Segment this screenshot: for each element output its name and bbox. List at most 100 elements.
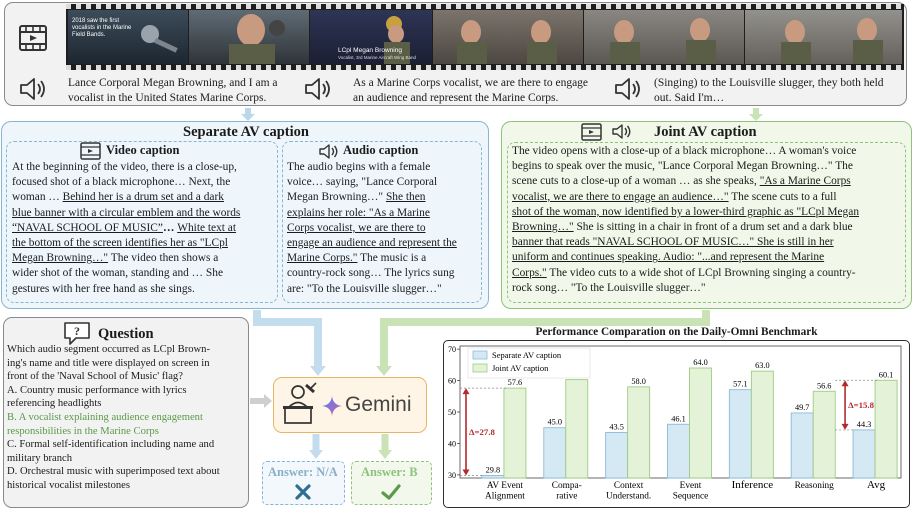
x-tick-label: Avg [867,479,886,491]
x-tick-label: Alignment [485,492,525,502]
bar-separate [481,475,505,479]
underlined-text: “NAVAL SCHOOL OF MUSIC” [12,221,163,234]
data-label: 44.3 [857,420,872,429]
speaker-icon [305,78,330,100]
joint-caption-line: begins to speak over the music, "Lance C… [512,159,907,174]
chart-title: Performance Comparation on the Daily-Omn… [535,326,818,338]
question-text: Which audio segment occurred as LCpl Bro… [7,343,249,493]
frame-overlay-subtitle: Vocalist, 3rd Marine Aircraft Wing Band [338,55,417,60]
audio-caption-line: Marine Corps." The music is a [287,251,481,266]
question-title: Question [98,326,154,342]
data-label: 46.1 [671,414,686,423]
bar-separate [728,389,752,479]
y-tick-label: 30 [448,471,456,480]
video-caption-line: wider shot of the woman, standing and … … [12,266,274,281]
frame-overlay-text: 2018 saw the first vocalists in the Mari… [72,18,132,38]
video-caption-line: woman … Behind her is a drum set and a d… [12,190,274,205]
video-caption-text: At the beginning of the video, there is … [12,160,274,297]
x-tick-label: Reasoning [795,481,835,491]
question-line: front of the 'Naval School of Music' fla… [7,371,183,383]
underlined-text: Corps." [512,266,547,279]
video-caption-line: “NAVAL SCHOOL OF MUSIC”… White text at [12,221,274,236]
delta-arrowhead [462,388,470,395]
bar-separate [852,429,876,479]
caption-text: The music is a [357,252,427,265]
caption-text: wider shot of the woman, standing and … … [12,267,224,280]
gemini-sparkle-icon [322,396,342,416]
joint-caption-line: shot of the woman, now identified by a l… [512,205,907,220]
bar-joint [750,370,774,479]
caption-text: gestures with her free hand as she sings… [12,282,195,295]
speaker-icon [20,78,45,100]
caption-text: begins to speak over the music, "Lance C… [512,160,853,173]
data-label: 57.1 [733,380,748,389]
legend-label: Separate AV caption [492,350,562,360]
frame-overlay-name: LCpl Megan Browning [338,47,402,54]
data-label: 56.6 [817,381,832,390]
bar-joint [689,367,712,479]
underlined-text: vocalist, we are there to engage an audi… [512,190,729,203]
video-frame-1: 2018 saw the first vocalists in the Mari… [68,10,188,64]
bar-joint [874,379,898,479]
answer-b-box [351,461,432,505]
underlined-text: Browning…" [512,221,574,234]
answer-na-label: Answer: N/A [268,465,338,479]
underlined-text: She then [385,191,426,204]
joint-caption-line: uniform and continues speaking. Audio: "… [512,250,907,265]
video-frame-6 [745,10,902,64]
caption-text: The scene cuts to a full [728,190,837,203]
data-label: 57.6 [508,378,523,387]
video-frame-5 [584,10,744,64]
video-frame-4 [433,10,583,64]
joint-caption-line: vocalist, we are there to engage an audi… [512,190,907,205]
x-tick-label: rative [556,492,577,502]
joint-av-caption-title: Joint AV caption [654,124,757,140]
answer-b-label: Answer: B [361,465,418,479]
delta-arrowhead [841,423,849,430]
audio-caption-box [282,141,482,303]
speaker-icon [319,144,338,159]
audio-caption-line: Corps vocalist, we are there to [287,221,481,236]
gemini-label: Gemini [345,393,412,416]
bar-separate [543,427,567,479]
underlined-text: Marine Corps." [287,252,358,265]
x-tick-label: Sequence [673,492,709,502]
legend-swatch [472,350,488,360]
video-frame-3: LCpl Megan Browning Vocalist, 3rd Marine… [310,10,432,64]
legend-label: Joint AV caption [492,363,549,373]
underlined-text: Corps vocalist, we are there to [287,221,426,234]
joint-av-caption-panel [501,121,912,309]
separate-av-caption-title: Separate AV caption [183,124,309,140]
video-caption-line: focused shot of a black microphone… Next… [12,175,274,190]
underlined-text: explains her role: "As a Marine [287,206,430,219]
question-bubble-icon: ? [64,322,90,345]
underlined-text: "As a Marine Corps [759,175,851,188]
data-label: 45.0 [548,418,563,427]
underlined-text: the bottom of the screen identifies her … [12,237,228,250]
underlined-text: banner that reads "NAVAL SCHOOL OF MUSIC… [512,236,834,249]
delta-arrowhead [841,380,849,387]
answer-na-box [262,461,345,505]
audio-subtitle-1: Lance Corporal Megan Browning, and I am … [68,77,278,104]
option-d: D. Orchestral music with superimposed te… [7,466,220,478]
caption-text: The video then shows a [108,252,219,265]
joint-caption-line: banner that reads "NAVAL SCHOOL OF MUSIC… [512,235,907,250]
joint-caption-line: Corps." The video cuts to a wide shot of… [512,266,907,281]
question-line: Which audio segment occurred as LCpl Bro… [7,344,210,355]
joint-caption-text: The video opens with a close-up of a bla… [512,144,907,296]
bar-joint [503,387,527,479]
joint-caption-line: The video opens with a close-up of a bla… [512,144,907,159]
caption-text: country-rock song… The lyrics sung [287,267,455,280]
option-b: B. A vocalist explaining audience engage… [7,411,203,423]
underlined-text: Megan Browning…" [12,252,109,265]
y-tick-label: 70 [448,345,456,354]
video-caption-line: gestures with her free hand as she sings… [12,282,274,297]
separate-av-caption-panel [1,121,489,309]
caption-text: scene cuts to a close-up of a woman … as… [512,175,760,188]
data-label: 64.0 [693,358,708,367]
caption-text: At the beginning of the video, there is … [12,161,237,173]
bar-joint [565,379,589,479]
audio-caption-line: explains her role: "As a Marine [287,206,481,221]
